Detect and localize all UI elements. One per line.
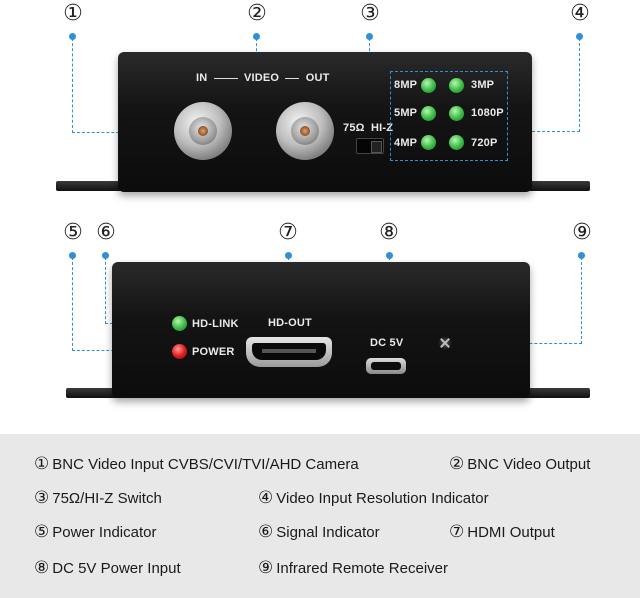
hd-link-led	[172, 316, 187, 331]
legend-num-1: ①	[34, 454, 50, 474]
hd-out-label: HD-OUT	[268, 317, 312, 329]
resolution-label-3mp: 3MP	[471, 79, 495, 91]
callout-7: ⑦	[278, 220, 298, 245]
led-4mp	[421, 135, 436, 150]
device-rear-panel	[112, 262, 530, 398]
resolution-label-5mp: 5MP	[394, 107, 418, 119]
callout-5: ⑤	[63, 220, 83, 245]
legend-text-7: HDMI Output	[467, 524, 555, 541]
mount-flange-right-bottom	[520, 388, 590, 398]
leader-dot-7	[285, 252, 292, 259]
power-label: POWER	[192, 346, 235, 358]
mount-flange-right-top	[520, 181, 590, 191]
callout-1: ①	[63, 1, 83, 26]
legend-text-9: Infrared Remote Receiver	[276, 560, 448, 577]
legend-num-5: ⑤	[34, 522, 50, 542]
out-label: OUT	[305, 72, 330, 84]
legend-num-4: ④	[258, 488, 274, 508]
callout-4: ④	[570, 1, 590, 26]
in-label: IN	[196, 72, 208, 84]
legend-text-5: Power Indicator	[52, 524, 157, 541]
callout-6: ⑥	[96, 220, 116, 245]
leader-line-4	[507, 38, 580, 132]
callout-8: ⑧	[379, 220, 399, 245]
legend-num-9: ⑨	[258, 558, 274, 578]
callout-3: ③	[360, 1, 380, 26]
legend-num-8: ⑧	[34, 558, 50, 578]
leader-dot-2	[253, 33, 260, 40]
mount-flange-left-bottom	[66, 388, 136, 398]
legend-num-2: ②	[449, 454, 465, 474]
hdmi-output-port[interactable]	[246, 337, 332, 367]
hd-link-label: HD-LINK	[192, 318, 239, 330]
video-label: VIDEO	[243, 72, 280, 84]
legend-num-7: ⑦	[449, 522, 465, 542]
legend-num-6: ⑥	[258, 522, 274, 542]
switch-label-75: 75Ω	[343, 122, 365, 134]
led-1080p	[449, 106, 464, 121]
legend-text-8: DC 5V Power Input	[52, 560, 181, 577]
resolution-label-8mp: 8MP	[394, 79, 418, 91]
resolution-label-1080p: 1080P	[471, 107, 504, 119]
legend-num-3: ③	[34, 488, 50, 508]
mount-flange-left-top	[56, 181, 126, 191]
resolution-label-720p: 720P	[471, 137, 498, 149]
legend-text-6: Signal Indicator	[276, 524, 380, 541]
leader-dot-9	[578, 252, 585, 259]
led-5mp	[421, 106, 436, 121]
resolution-label-4mp: 4MP	[394, 137, 418, 149]
resolution-group-outline	[390, 71, 508, 161]
legend-text-3: 75Ω/HI-Z Switch	[52, 490, 162, 507]
callout-9: ⑨	[572, 220, 592, 245]
led-8mp	[421, 78, 436, 93]
leader-dot-8	[386, 252, 393, 259]
led-720p	[449, 135, 464, 150]
power-led	[172, 344, 187, 359]
leader-dot-1	[69, 33, 76, 40]
switch-label-hiz: HI-Z	[371, 122, 394, 134]
leader-dot-5	[69, 252, 76, 259]
legend-text-2: BNC Video Output	[467, 456, 591, 473]
dc-5v-label: DC 5V	[370, 337, 404, 349]
led-3mp	[449, 78, 464, 93]
leader-dot-4	[576, 33, 583, 40]
callout-2: ②	[247, 1, 267, 26]
video-in-out-label: IN VIDEO OUT	[196, 72, 330, 84]
leader-dot-3	[366, 33, 373, 40]
leader-dot-6	[102, 252, 109, 259]
bnc-input-connector[interactable]	[174, 102, 232, 160]
ir-receiver	[438, 336, 452, 350]
legend-text-1: BNC Video Input CVBS/CVI/TVI/AHD Camera	[52, 456, 359, 473]
impedance-switch[interactable]	[356, 138, 384, 154]
bnc-output-connector[interactable]	[276, 102, 334, 160]
legend-text-4: Video Input Resolution Indicator	[276, 490, 489, 507]
dc-5v-port[interactable]	[366, 358, 406, 374]
